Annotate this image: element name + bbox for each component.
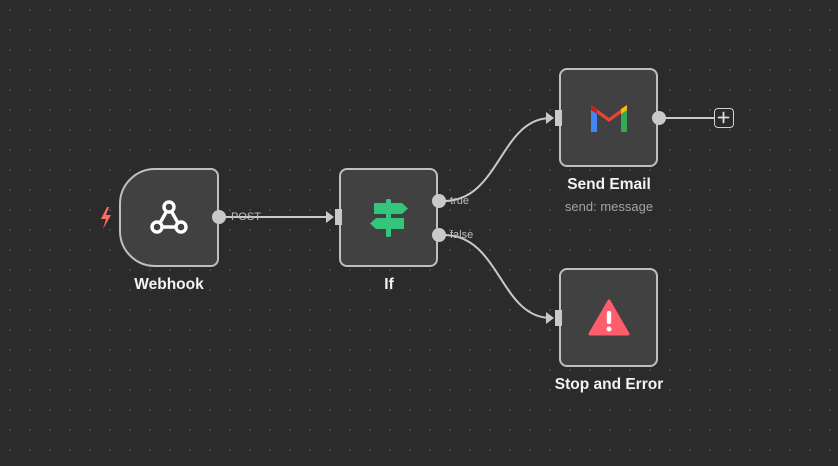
- plus-icon: [717, 111, 730, 124]
- edge-label-post: POST: [231, 211, 261, 223]
- if-node[interactable]: [339, 168, 438, 267]
- webhook-node-title: Webhook: [134, 276, 204, 293]
- send-email-node-title: Send Email: [567, 176, 651, 193]
- send-email-input-handle[interactable]: [555, 110, 562, 126]
- if-input-handle[interactable]: [335, 209, 342, 225]
- send-email-node-subtitle: send: message: [564, 199, 654, 214]
- add-node-button[interactable]: [714, 108, 734, 128]
- stop-error-node-title: Stop and Error: [554, 376, 664, 393]
- lightning-bolt-icon: [101, 207, 111, 229]
- if-false-output-handle[interactable]: [432, 228, 446, 242]
- connection-if-false-stop-error[interactable]: [443, 234, 552, 319]
- send-email-output-handle[interactable]: [652, 111, 666, 125]
- warning-triangle-icon: [588, 299, 629, 335]
- stop-error-input-handle[interactable]: [555, 310, 562, 326]
- connection-if-true-send-email[interactable]: [443, 117, 552, 202]
- gmail-icon: [590, 104, 627, 132]
- arrowhead-if: [326, 211, 334, 223]
- if-true-output-handle[interactable]: [432, 194, 446, 208]
- if-node-title: If: [384, 276, 394, 293]
- arrowhead-send-email: [546, 112, 554, 124]
- signpost-icon: [369, 198, 408, 237]
- output-label-false: false: [450, 229, 474, 241]
- webhook-output-handle[interactable]: [212, 210, 226, 224]
- stop-error-node[interactable]: [559, 268, 658, 367]
- webhook-icon: [150, 199, 188, 234]
- send-email-node[interactable]: [559, 68, 658, 167]
- webhook-node[interactable]: [119, 168, 219, 267]
- arrowhead-stop-error: [546, 312, 554, 324]
- output-label-true: true: [450, 195, 469, 207]
